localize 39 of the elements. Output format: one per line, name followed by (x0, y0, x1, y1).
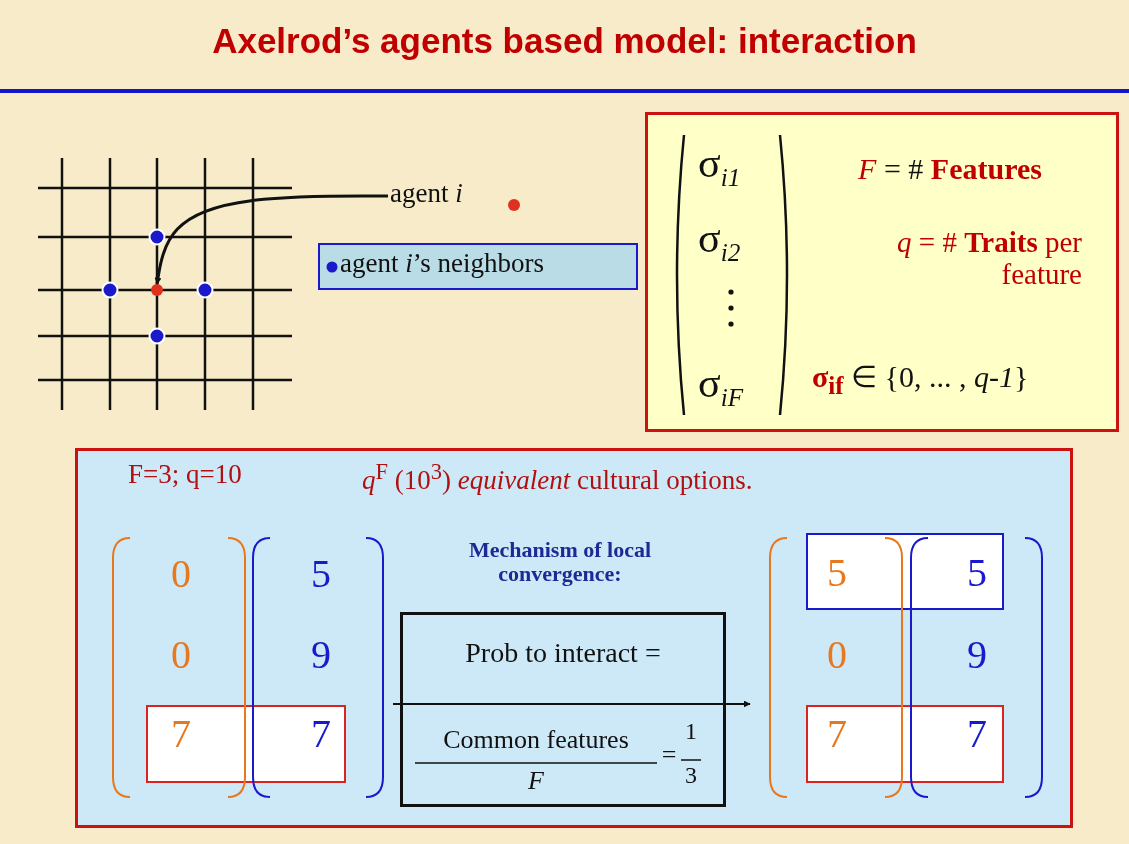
trait-value: 5 (966, 551, 988, 595)
note-text: Mechanism of local convergence: (467, 538, 653, 587)
trait-value: 5 (826, 551, 848, 595)
trait-value: 9 (966, 633, 988, 677)
formula-text: Prob to interact = (464, 638, 662, 669)
example-panel (75, 448, 1073, 828)
formula-text: F (527, 767, 545, 796)
formula-text: σ$_{if}$ ∈ {0, ... , q-1} (812, 360, 1030, 400)
formula-text: 3 (684, 762, 698, 789)
formula-text: Common features (442, 726, 630, 755)
formula-text: σ$_{iF}$ (698, 360, 745, 413)
trait-value: 7 (966, 712, 988, 756)
node-label: agent i (390, 179, 464, 209)
formula-text: q = # Traits per feature (896, 227, 1082, 291)
formula-text: = (660, 741, 678, 770)
copied-trait-box (806, 533, 1004, 610)
node-label: agent i’s neighbors (340, 249, 545, 279)
formula-text: F = # Features (857, 152, 1043, 185)
slide-title: Axelrod’s agents based model: interaction (211, 22, 918, 61)
matched-trait-box (806, 705, 1004, 783)
note-text: q$^{F}$ (10$^{3}$) equivalent cultural options. (362, 460, 754, 496)
trait-value: 9 (310, 633, 332, 677)
trait-value: 7 (310, 712, 332, 756)
definition-panel (645, 112, 1119, 432)
formula-text: σ$_{i1}$ (698, 140, 742, 193)
probability-box (400, 612, 726, 807)
formula-text: 1 (684, 718, 698, 745)
trait-value: 5 (310, 552, 332, 596)
arrow (154, 194, 388, 285)
formula-text: σ$_{i2}$ (698, 215, 742, 268)
trait-value: 7 (170, 712, 192, 756)
note-text: F=3; q=10 (128, 460, 243, 490)
trait-value: 0 (170, 633, 192, 677)
matched-trait-box (146, 705, 346, 783)
agent-dot (151, 284, 163, 296)
legend-box (318, 243, 638, 290)
trait-value: 0 (170, 552, 192, 596)
trait-value: 0 (826, 633, 848, 677)
trait-value: 7 (826, 712, 848, 756)
